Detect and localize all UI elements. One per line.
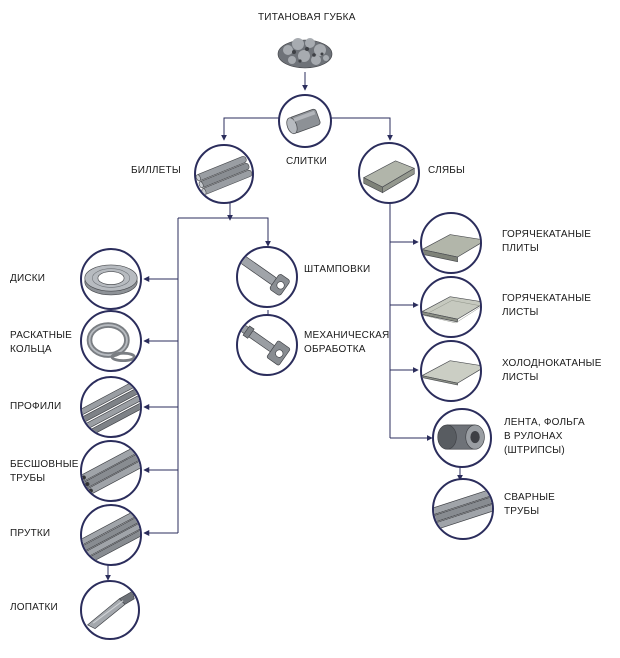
label-machining-2: ОБРАБОТКА bbox=[304, 344, 366, 355]
arrow-ingots-to-billets bbox=[221, 117, 280, 141]
label-cold-sheets-1: ХОЛОДНОКАТАНЫЕ bbox=[502, 358, 602, 369]
label-hot-sheets-2: ЛИСТЫ bbox=[502, 307, 539, 318]
label-rolled-rings-1: РАСКАТНЫЕ bbox=[10, 330, 73, 341]
label-welded-tubes-2: ТРУБЫ bbox=[504, 506, 540, 517]
bar-icon bbox=[80, 504, 142, 566]
label-blades: ЛОПАТКИ bbox=[10, 602, 58, 613]
titanium-sponge-icon bbox=[274, 28, 336, 72]
label-welded-tubes-1: СВАРНЫЕ bbox=[504, 492, 556, 503]
profile-icon bbox=[80, 376, 142, 438]
disc-icon bbox=[80, 248, 142, 310]
label-discs: ДИСКИ bbox=[10, 273, 46, 284]
blade-icon bbox=[80, 580, 140, 640]
welded-tube-icon bbox=[432, 478, 494, 540]
rolled-ring-icon bbox=[80, 310, 142, 372]
label-hot-sheets-1: ГОРЯЧЕКАТАНЫЕ bbox=[502, 293, 592, 304]
machined-part-icon bbox=[236, 314, 298, 376]
seamless-tube-icon bbox=[80, 440, 142, 502]
label-profiles: ПРОФИЛИ bbox=[10, 401, 62, 412]
label-cold-sheets-2: ЛИСТЫ bbox=[502, 372, 539, 383]
hot-rolled-sheet-icon bbox=[420, 276, 482, 338]
arrow-to-forgings bbox=[178, 217, 271, 247]
label-machining-1: МЕХАНИЧЕСКАЯ bbox=[304, 330, 390, 341]
label-rolled-rings-2: КОЛЬЦА bbox=[10, 344, 52, 355]
coil-icon bbox=[432, 408, 492, 468]
label-strip-3: (ШТРИПСЫ) bbox=[504, 445, 565, 456]
billet-icon bbox=[194, 144, 254, 204]
label-billets: БИЛЛЕТЫ bbox=[131, 165, 181, 176]
label-hot-plates-1: ГОРЯЧЕКАТАНЫЕ bbox=[502, 229, 592, 240]
label-bars: ПРУТКИ bbox=[10, 528, 51, 539]
arrow-ingots-to-slabs bbox=[330, 117, 393, 141]
label-seamless-tubes-1: БЕСШОВНЫЕ bbox=[10, 459, 79, 470]
label-hot-plates-2: ПЛИТЫ bbox=[502, 243, 539, 254]
label-strip-1: ЛЕНТА, ФОЛЬГА bbox=[504, 417, 585, 428]
label-titanium-sponge: ТИТАНОВАЯ ГУБКА bbox=[258, 12, 356, 23]
slab-icon bbox=[358, 142, 420, 204]
hot-rolled-plate-icon bbox=[420, 212, 482, 274]
label-forgings: ШТАМПОВКИ bbox=[304, 264, 371, 275]
ingot-icon bbox=[278, 94, 332, 148]
cold-rolled-sheet-icon bbox=[420, 340, 482, 402]
label-ingots: СЛИТКИ bbox=[286, 156, 327, 167]
label-slabs: СЛЯБЫ bbox=[428, 165, 466, 176]
label-seamless-tubes-2: ТРУБЫ bbox=[10, 473, 46, 484]
label-strip-2: В РУЛОНАХ bbox=[504, 431, 563, 442]
forging-icon bbox=[236, 246, 298, 308]
